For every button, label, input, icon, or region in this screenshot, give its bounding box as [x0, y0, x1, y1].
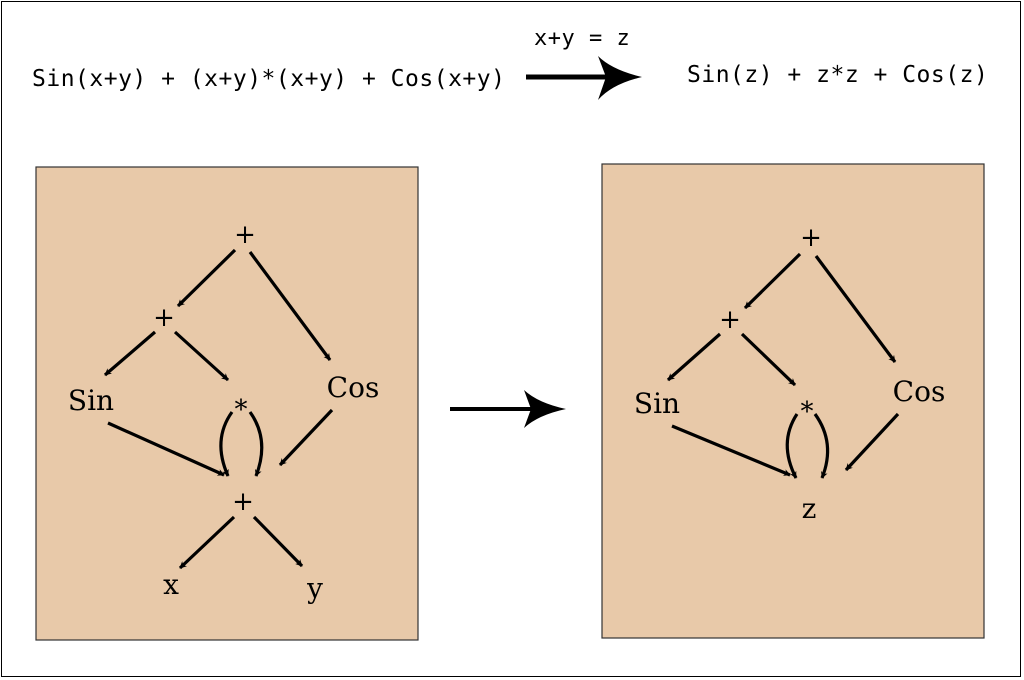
left-edge-root-add — [176, 248, 237, 308]
left-tree-nodes: + + Sin * Cos + x y — [68, 220, 379, 605]
result-expression: Sin(z) + z*z + Cos(z) — [687, 62, 989, 88]
right-edge-mul-z-1 — [785, 413, 799, 479]
left-node-x: x — [163, 568, 179, 601]
right-node-mul: * — [801, 397, 814, 427]
right-tree-panel — [601, 163, 985, 639]
left-edge-mul-shared-1 — [219, 411, 234, 477]
left-edge-shared-x — [178, 515, 236, 570]
original-expression: Sin(x+y) + (x+y)*(x+y) + Cos(x+y) — [32, 66, 506, 92]
right-edge-root-add — [743, 252, 802, 310]
left-tree-panel — [35, 166, 419, 641]
right-node-cos: Cos — [893, 375, 946, 408]
right-node-add-inner: + — [719, 305, 741, 335]
transform-arrow — [450, 390, 566, 428]
right-node-root: + — [800, 223, 822, 253]
right-node-z: z — [802, 492, 817, 525]
right-edge-add-mul — [740, 332, 797, 387]
left-node-mul: * — [235, 395, 248, 425]
right-tree-edges — [666, 252, 900, 479]
right-edge-cos-z — [844, 412, 900, 472]
substitution-arrow — [526, 56, 642, 100]
left-node-cos: Cos — [327, 371, 380, 404]
left-node-add-inner: + — [153, 303, 175, 333]
right-node-sin: Sin — [634, 387, 680, 420]
left-edge-root-cos — [248, 251, 332, 361]
right-edge-add-sin — [666, 332, 722, 382]
substitution-label: x+y = z — [534, 26, 631, 51]
right-edge-mul-z-2 — [813, 413, 830, 479]
left-edge-sin-shared — [107, 421, 225, 477]
left-node-root: + — [234, 220, 256, 250]
left-node-shared-add: + — [232, 487, 254, 517]
left-edge-add-sin — [103, 330, 157, 377]
right-tree-nodes: + + Sin * Cos z — [634, 223, 945, 525]
left-edge-shared-y — [252, 515, 304, 568]
left-edge-mul-shared-2 — [248, 411, 264, 477]
left-node-sin: Sin — [68, 384, 114, 417]
right-edge-sin-z — [671, 424, 791, 477]
left-edge-add-mul — [173, 330, 230, 382]
left-edge-cos-shared — [278, 408, 334, 467]
left-node-y: y — [306, 572, 323, 605]
right-edge-root-cos — [814, 255, 897, 363]
left-tree-edges — [103, 248, 334, 570]
